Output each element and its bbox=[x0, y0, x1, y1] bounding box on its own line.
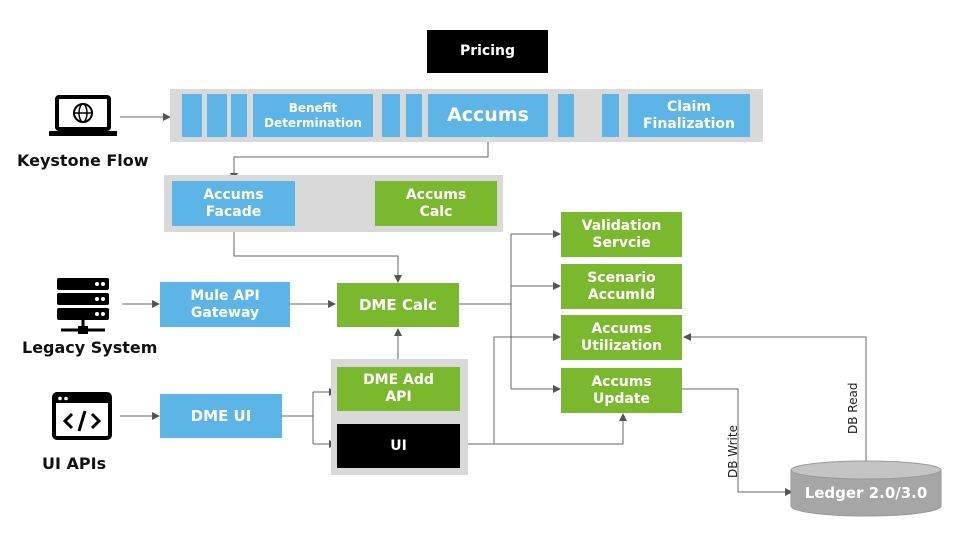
ledger-cylinder bbox=[790, 460, 942, 517]
accums-facade-box: Accums Facade bbox=[172, 181, 295, 226]
benefit-determination-box: Benefit Determination bbox=[253, 94, 373, 137]
accums-utilization-box: Accums Utilization bbox=[561, 315, 682, 360]
dme-ui-box: DME UI bbox=[160, 394, 282, 438]
ui-apis-caption: UI APIs bbox=[42, 454, 107, 473]
keystone-flow-caption: Keystone Flow bbox=[17, 151, 149, 170]
validation-service-box: Validation Servcie bbox=[561, 212, 682, 257]
ledger-label: Ledger 2.0/3.0 bbox=[804, 484, 928, 502]
arrow-db-write bbox=[682, 388, 793, 496]
arrow-ui-to-update bbox=[494, 413, 627, 445]
flow-step bbox=[602, 94, 619, 137]
arrow-db-read bbox=[683, 333, 867, 465]
accums-box: Accums bbox=[428, 94, 548, 137]
dme-add-api-box: DME Add API bbox=[337, 367, 460, 411]
legacy-system-caption: Legacy System bbox=[22, 338, 158, 357]
db-read-label: DB Read bbox=[846, 382, 860, 434]
arrow-ui-to-utilization bbox=[460, 333, 561, 445]
db-write-label: DB Write bbox=[726, 425, 740, 478]
code-window-icon bbox=[52, 392, 112, 440]
claim-finalization-box: Claim Finalization bbox=[628, 94, 750, 137]
flow-step bbox=[558, 94, 574, 137]
laptop-globe-icon bbox=[49, 95, 117, 136]
accums-calc-box: Accums Calc bbox=[375, 181, 497, 226]
flow-step bbox=[406, 94, 422, 137]
flow-step bbox=[382, 94, 400, 137]
flow-step bbox=[182, 94, 202, 137]
arrow-accums-to-facade bbox=[230, 138, 489, 181]
server-stack-icon bbox=[57, 278, 109, 334]
flow-step bbox=[231, 94, 247, 137]
pricing-box: Pricing bbox=[427, 30, 548, 73]
ui-box: UI bbox=[337, 424, 460, 468]
mule-api-gateway-box: Mule API Gateway bbox=[160, 282, 290, 327]
arrow-facade-to-dmecalc bbox=[233, 226, 402, 283]
dme-calc-box: DME Calc bbox=[337, 283, 459, 327]
flow-step bbox=[207, 94, 227, 137]
accums-update-box: Accums Update bbox=[561, 368, 682, 413]
scenario-accumid-box: Scenario AccumId bbox=[561, 264, 682, 309]
